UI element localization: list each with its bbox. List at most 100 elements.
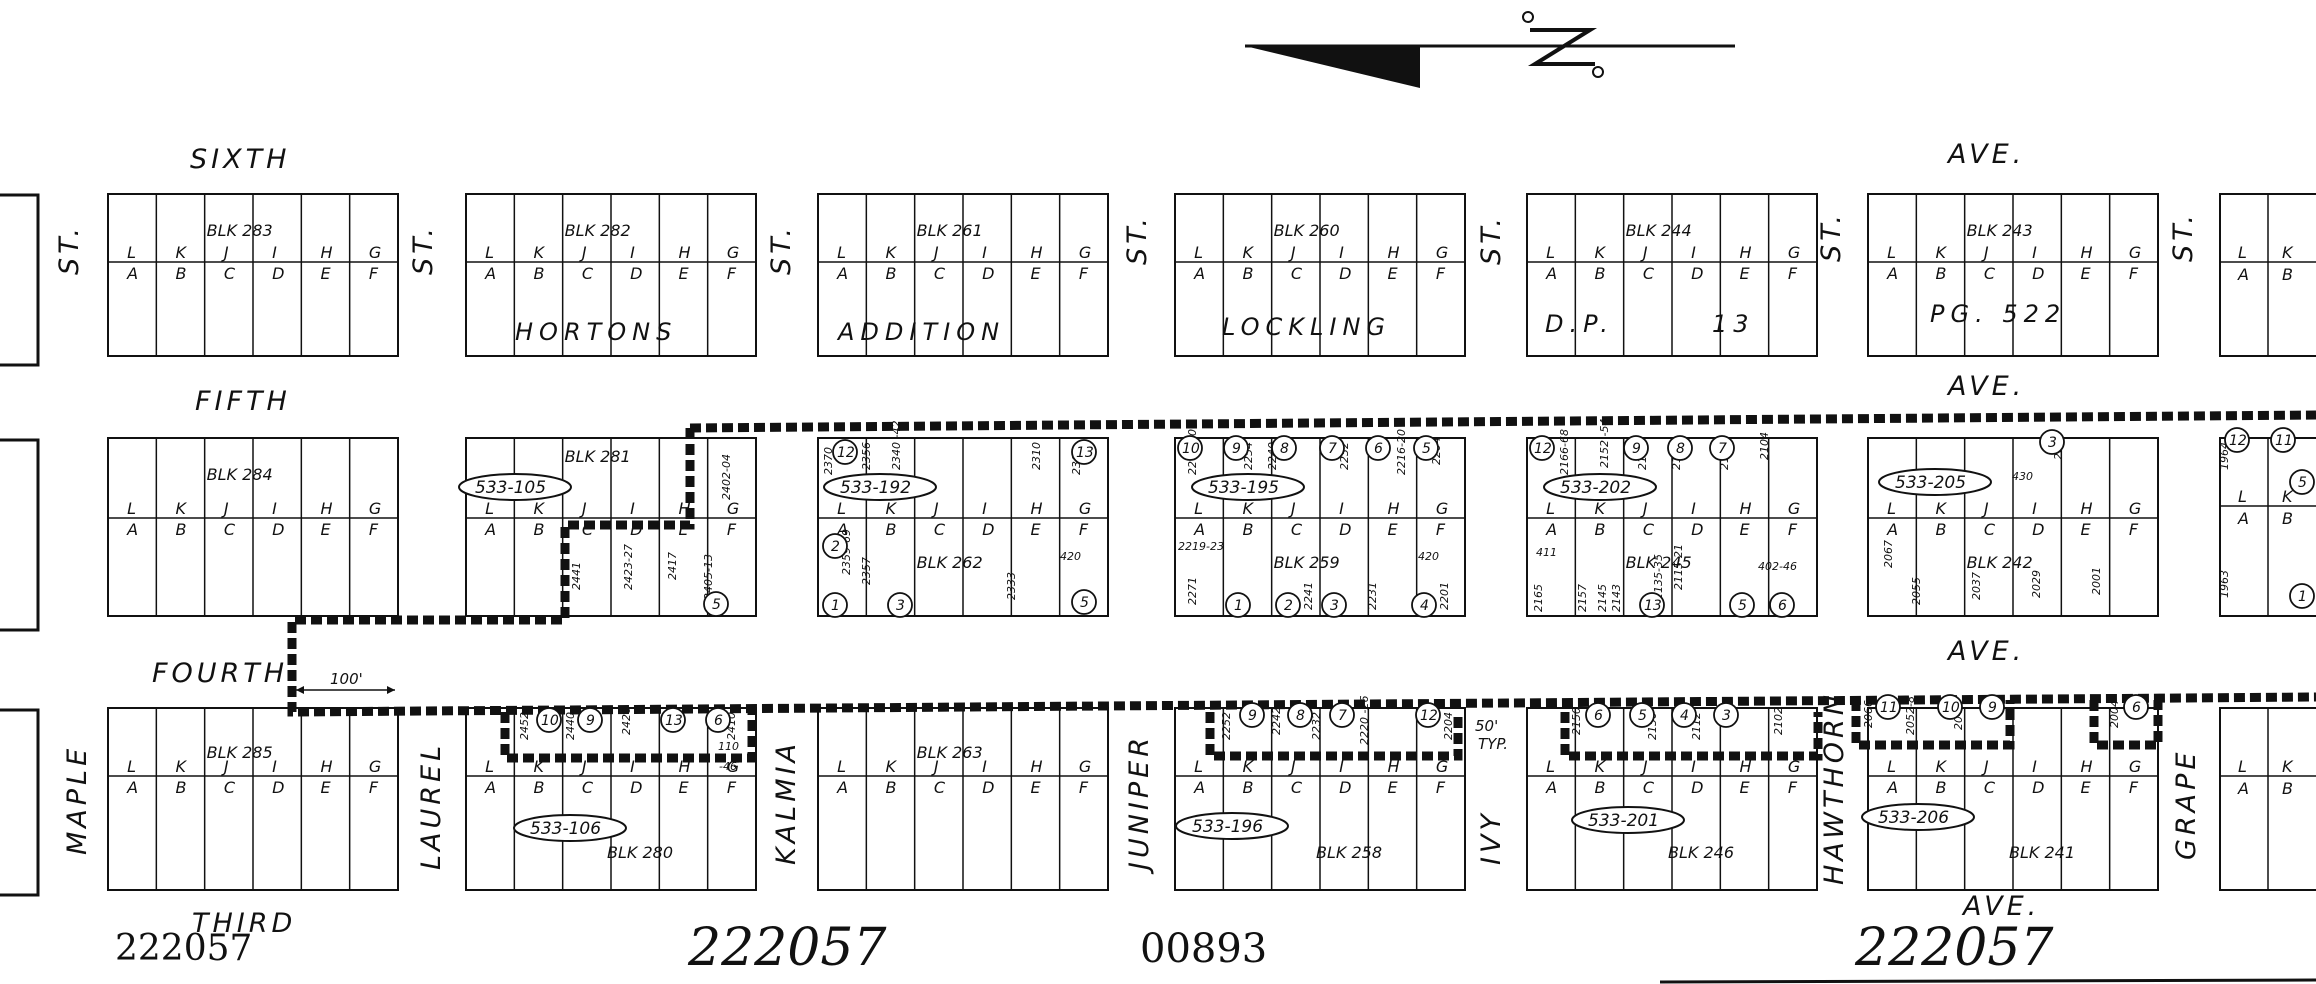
parcel-id-badge: 533-106 [513,814,627,842]
circled-number: 10 [1177,435,1203,461]
lot-letter: B [1936,778,1947,797]
address-number: 420 [1060,550,1081,563]
circled-number: 12 [832,439,858,465]
circled-number: 3 [1713,702,1739,728]
lot-letter: G [727,499,739,518]
parcel-id-badge: 533-202 [1543,473,1657,501]
circled-number-label: 3 [2048,435,2057,451]
lot-letter: J [931,757,939,776]
circled-number: 13 [660,707,686,733]
circled-number: 3 [887,592,913,618]
lot-letter: A [2237,509,2249,528]
street-labels: SIXTH FIFTH FOURTH THIRD AVE. AVE. AVE. … [152,139,2036,939]
address-number: 2004 [2108,700,2121,728]
lot-letter: F [727,264,737,283]
parcel-id: 533-192 [840,478,911,498]
lot-letter: C [1291,520,1303,539]
lot-letter: K [886,499,898,518]
lot-letter: J [579,243,587,262]
lot-letter: D [1339,520,1351,539]
dimension-typ: TYP. [1478,735,1508,753]
st-label-3: ST. [766,224,797,275]
parcel-id-badge: 533-196 [1175,812,1289,840]
parcel-id-badge: 533-195 [1191,473,1305,501]
lot-letter: F [727,520,737,539]
lot-letter: G [369,757,381,776]
lot-letter: A [1886,264,1898,283]
lot-letter: G [2129,243,2141,262]
lot-letter: E [2081,264,2092,283]
circled-number: 7 [1329,702,1355,728]
circled-number: 2 [1275,592,1301,618]
lot-letter: D [1339,264,1351,283]
street-hawthorn: HAWTHORN [1819,691,1850,885]
circled-number: 5 [1413,435,1439,461]
parcel-id-badge: 533-205 [1878,468,1992,496]
lot-letter: L [1546,757,1555,776]
lot-letter: L [1887,499,1896,518]
lot-letter: L [1887,243,1896,262]
address-number: 2166-68 [1558,429,1571,475]
lot-letter: A [1545,778,1557,797]
address-number: 2252 [1220,712,1233,740]
lot-letter: H [2081,499,2093,518]
stamp-number: 00893 [1140,926,1267,972]
stamp-left: 222057 [115,928,252,969]
street-fifth: FIFTH [195,386,291,417]
circled-number: 4 [1671,702,1697,728]
circled-number: 12 [2224,427,2250,453]
block-number: BLK 285 [207,743,273,762]
lot-letter: G [369,499,381,518]
address-number: 2143 [1610,584,1623,612]
lot-letter: F [369,264,379,283]
circled-number-label: 11 [2275,433,2293,449]
lot-letter: B [534,264,545,283]
st-label-2: ST. [408,224,439,275]
circled-number: 6 [1365,435,1391,461]
lot-letter: D [630,778,642,797]
lot-letter: I [982,499,987,518]
circled-number: 9 [1979,694,2005,720]
circled-number-label: 7 [1718,441,1727,457]
circled-number: 6 [1769,592,1795,618]
lot-letter: K [1243,757,1255,776]
lot-letter: E [1031,778,1042,797]
lot-letter: H [1031,243,1043,262]
lot-letter: E [1388,264,1399,283]
lot-letter: J [1640,243,1648,262]
circled-number: 5 [2289,469,2315,495]
circled-number-label: 9 [1632,441,1641,457]
lot-letter: I [630,243,635,262]
address-number: 2066 [1862,700,1875,728]
lot-letter: F [1436,778,1446,797]
lot-letter: J [1981,499,1989,518]
address-number: 2356 [860,442,873,470]
lot-letter: A [1193,778,1205,797]
lot-letter: K [176,757,188,776]
lot-letter: G [1079,243,1091,262]
circled-number-label: 5 [1638,708,1647,724]
circled-number-label: 6 [1778,598,1787,614]
circled-number-label: 12 [1534,441,1552,457]
lot-letter: A [2237,779,2249,798]
circled-number-label: 6 [1594,708,1603,724]
lot-letter: E [1031,520,1042,539]
lot-letter: A [126,264,138,283]
lot-letter: A [836,264,848,283]
circled-number-label: 13 [1644,598,1662,614]
circled-number-label: 4 [1680,708,1689,724]
address-number: 110 [718,740,739,753]
address-number: 1963 [2218,570,2231,598]
lot-letter: A [1545,264,1557,283]
lot-letter: H [321,243,333,262]
subdivision-pg522: PG. 522 [1930,300,2066,328]
lot-letter: I [272,757,277,776]
lot-letter: B [1243,264,1254,283]
lot-letter: B [1936,520,1947,539]
